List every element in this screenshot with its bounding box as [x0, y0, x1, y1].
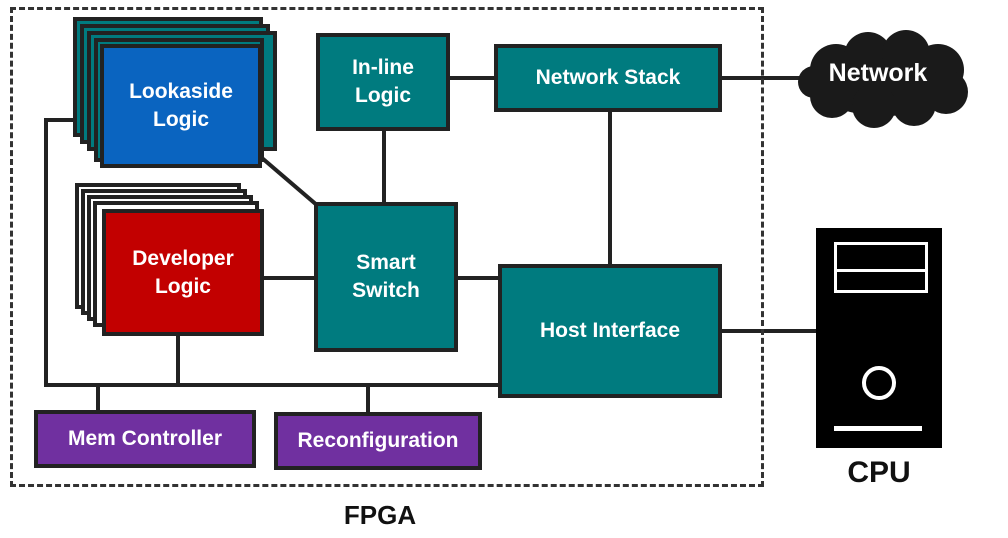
inline-logic-label: In-line Logic [352, 56, 414, 107]
fpga-label: FPGA [343, 500, 417, 530]
network-stack-label: Network Stack [535, 66, 681, 89]
mem-controller-block: Mem Controller [34, 410, 256, 468]
host-interface-label: Host Interface [539, 319, 681, 342]
developer-logic-label: Developer Logic [132, 246, 234, 298]
drive-bay-2-icon [834, 266, 928, 293]
mem-controller-label: Mem Controller [67, 427, 222, 450]
tower-slot-icon [834, 426, 922, 431]
reconfiguration-block: Reconfiguration [274, 412, 482, 470]
cpu-label: CPU [847, 456, 911, 489]
developer-logic-block: Developer Logic [102, 209, 264, 336]
host-interface-block: Host Interface [498, 264, 722, 398]
smart-switch-label: Smart Switch [352, 251, 420, 302]
lookaside-logic-block: Lookaside Logic [100, 44, 262, 168]
lookaside-switch-link [259, 155, 321, 209]
lookaside-logic-label: Lookaside Logic [129, 80, 233, 131]
inline-logic-block: In-line Logic [316, 33, 450, 131]
reconfiguration-label: Reconfiguration [297, 429, 459, 452]
smart-switch-block: Smart Switch [314, 202, 458, 352]
cloud-icon [798, 30, 968, 128]
network-label: Network [828, 59, 928, 87]
fpga-region-border [10, 7, 764, 487]
drive-bay-1-icon [834, 242, 928, 272]
network-stack-block: Network Stack [494, 44, 722, 112]
power-button-icon [862, 366, 896, 400]
computer-tower-icon [816, 228, 942, 448]
